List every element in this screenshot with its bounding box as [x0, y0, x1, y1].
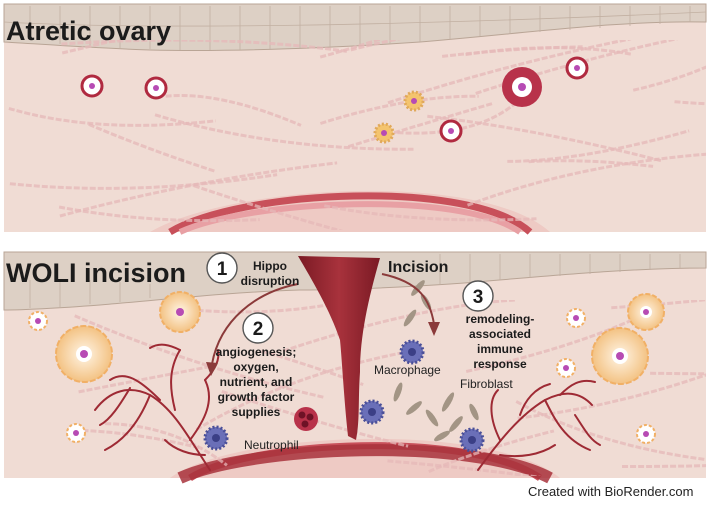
incision-label: Incision [388, 259, 448, 276]
atretic-follicle [144, 76, 168, 100]
macrophage-cell [399, 339, 425, 365]
step-2-text: angiogenesis; oxygen, nutrient, and grow… [216, 345, 297, 419]
atretic-ovary-panel [3, 3, 707, 236]
collagen-fiber [397, 102, 516, 135]
collagen-fiber [319, 94, 479, 125]
atretic-follicle [565, 56, 589, 80]
step-3-line: response [473, 357, 527, 371]
collagen-fibers [8, 40, 706, 230]
collagen-fiber [515, 400, 706, 462]
step-1-line: Hippo [253, 259, 287, 273]
collagen-fiber [674, 100, 706, 106]
collagen-fiber [347, 101, 494, 149]
macrophage-cell [203, 425, 229, 451]
collagen-fiber [632, 65, 706, 92]
step-2-line: growth factor [218, 390, 295, 404]
collagen-fiber [507, 129, 690, 163]
collagen-fiber [165, 94, 302, 127]
neutrophil-label: Neutrophil [244, 438, 299, 452]
atretic-follicle [80, 74, 104, 98]
step-3-line: immune [477, 342, 523, 356]
arrow-incision-to-vessel [206, 283, 299, 376]
svg-text:3: 3 [473, 287, 484, 308]
collagen-fiber [61, 40, 348, 53]
collagen-fiber [465, 317, 635, 373]
neutrophil-cell [294, 407, 318, 431]
step-3-text: remodeling- associated immune response [466, 312, 535, 371]
epithelium-cells [3, 6, 707, 50]
collagen-fiber [78, 364, 214, 394]
credit-text: Created with BioRender.com [528, 484, 694, 499]
collagen-fiber [221, 389, 409, 448]
svg-text:1: 1 [217, 259, 228, 280]
right-branching-vessel [477, 379, 601, 471]
cluster-follicle [502, 67, 542, 107]
left-branching-vessel [94, 343, 220, 471]
step-1-line: disruption [241, 274, 300, 288]
step-3-line: remodeling- [466, 312, 535, 326]
primordial-follicle [28, 311, 48, 331]
vessel-arc [177, 444, 553, 484]
collagen-fiber [427, 114, 662, 163]
primordial-follicle [66, 423, 86, 443]
collagen-fiber [74, 428, 203, 450]
growing-follicle [55, 325, 113, 383]
step-2-line: nutrient, and [220, 375, 293, 389]
arrow-incision-to-immune [381, 273, 440, 336]
collagen-fiber [387, 459, 542, 476]
epithelium-layer [3, 3, 707, 52]
primordial-follicle [556, 358, 576, 378]
collagen-fiber [324, 204, 537, 222]
collagen-fiber [475, 40, 679, 95]
collagen-fiber [8, 106, 216, 127]
collagen-fiber [195, 348, 417, 431]
vessel-arc [168, 192, 533, 236]
collagen-fiber [74, 314, 324, 399]
growing-follicle [159, 291, 201, 333]
macrophage-cell [359, 399, 385, 425]
step-2-badge: 2 [242, 312, 274, 344]
collagen-fiber [466, 152, 706, 207]
bottom-panel-title: WOLI incision [6, 258, 186, 288]
atretic-follicle [439, 119, 463, 143]
primordial-follicle [636, 424, 656, 444]
small-stromal-cell [403, 90, 425, 112]
collagen-fiber [517, 373, 706, 420]
step-3-badge: 3 [462, 280, 494, 312]
collagen-fiber [9, 173, 278, 190]
step-3-line: associated [469, 327, 531, 341]
step-2-line: angiogenesis; [216, 345, 297, 359]
macrophage-cell [459, 427, 485, 453]
collagen-fiber [88, 123, 217, 173]
step-1-badge: 1 [206, 252, 238, 284]
collagen-fiber [650, 371, 706, 376]
collagen-fiber [105, 422, 228, 467]
step-1-text: Hippo disruption [241, 259, 300, 288]
svg-text:2: 2 [253, 319, 264, 340]
primordial-follicle [566, 308, 586, 328]
collagen-fiber [193, 184, 344, 230]
growing-follicle [627, 293, 665, 331]
collagen-fiber [621, 464, 706, 469]
step-2-line: supplies [232, 405, 281, 419]
top-panel-title: Atretic ovary [6, 16, 171, 46]
small-stromal-cell [373, 122, 395, 144]
fibroblast-label: Fibroblast [460, 377, 513, 391]
collagen-fiber [387, 40, 632, 105]
incision-wedge [298, 256, 380, 440]
growing-follicle [591, 327, 649, 385]
collagen-fiber [441, 45, 583, 58]
macrophage-label: Macrophage [374, 363, 441, 377]
collagen-fiber [58, 205, 260, 223]
step-2-line: oxygen, [233, 360, 278, 374]
